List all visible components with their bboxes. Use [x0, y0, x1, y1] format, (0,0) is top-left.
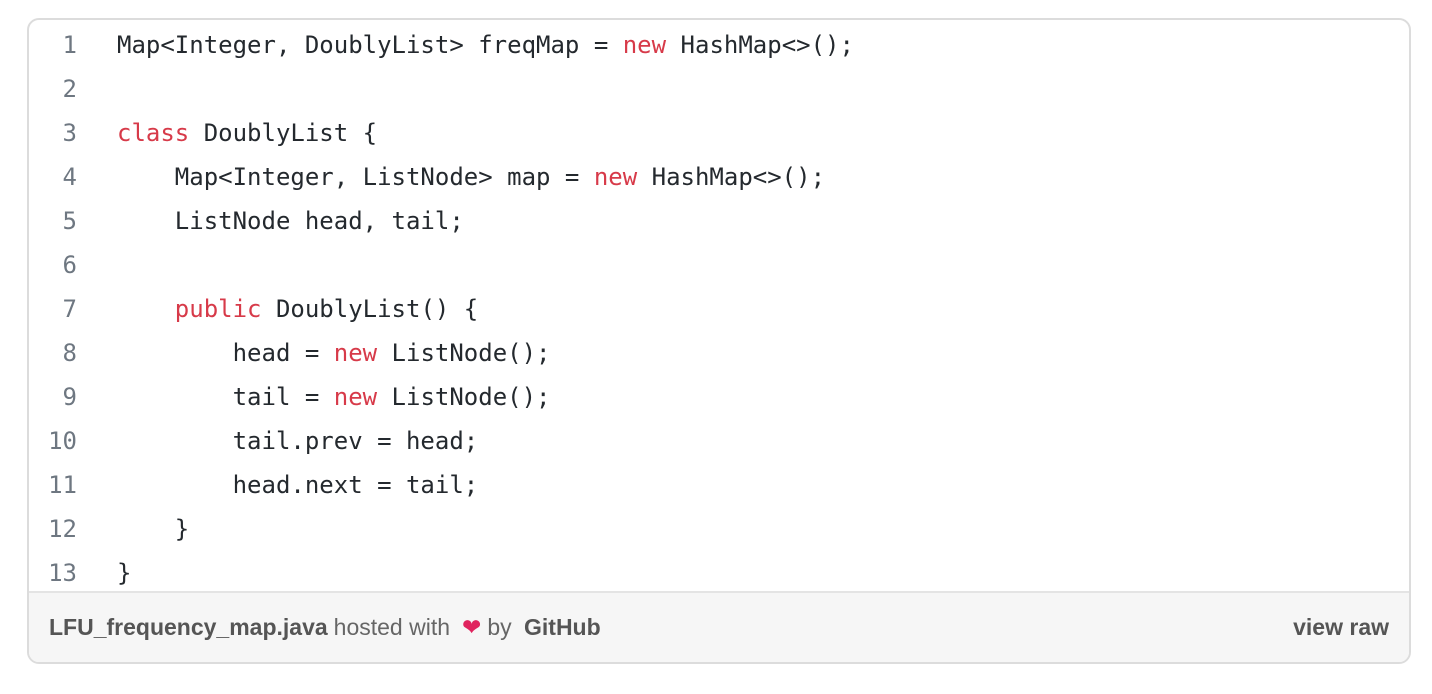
code-line: 3 class DoublyList {	[29, 111, 1409, 155]
code-token: HashMap<>();	[637, 163, 826, 191]
code-text: }	[117, 515, 189, 543]
line-number[interactable]: 11	[48, 471, 77, 499]
code-token: head.next = tail;	[232, 471, 479, 499]
code-text: head = new ListNode();	[117, 339, 551, 367]
code-indent	[117, 163, 175, 191]
heart-icon: ❤	[462, 614, 482, 640]
filename-link[interactable]: LFU_frequency_map.java	[49, 614, 328, 640]
code-token: tail =	[232, 383, 334, 411]
code-indent	[117, 207, 175, 235]
line-number[interactable]: 12	[48, 515, 77, 543]
keyword-token: new	[622, 31, 667, 59]
line-number[interactable]: 6	[62, 251, 77, 279]
keyword-token: new	[333, 383, 378, 411]
code-line: 13}	[29, 551, 1409, 595]
line-number[interactable]: 3	[62, 119, 77, 147]
code-line: 12 }	[29, 507, 1409, 551]
line-number[interactable]: 13	[48, 559, 77, 587]
keyword-token: new	[593, 163, 638, 191]
keyword-token: public	[174, 295, 262, 323]
code-indent	[117, 339, 233, 367]
code-text: Map<Integer, ListNode> map = new HashMap…	[117, 163, 825, 191]
code-line: 8 head = new ListNode();	[29, 331, 1409, 375]
code-token: }	[117, 559, 132, 587]
code-indent	[117, 471, 233, 499]
line-number[interactable]: 7	[62, 295, 77, 323]
line-number[interactable]: 1	[62, 31, 77, 59]
code-line: 5 ListNode head, tail;	[29, 199, 1409, 243]
code-text: class DoublyList {	[117, 119, 377, 147]
hosted-with-text: hosted with	[333, 614, 451, 640]
gist-embed: 1 Map<Integer, DoublyList> freqMap = new …	[27, 18, 1411, 664]
code-text: head.next = tail;	[117, 471, 479, 499]
code-text: ListNode head, tail;	[117, 207, 464, 235]
code-token: DoublyList {	[189, 119, 378, 147]
code-line: 9 tail = new ListNode();	[29, 375, 1409, 419]
code-line: 7 public DoublyList() {	[29, 287, 1409, 331]
code-line: 11 head.next = tail;	[29, 463, 1409, 507]
code-token: ListNode();	[377, 383, 551, 411]
code-line: 2	[29, 67, 1409, 111]
view-raw-link[interactable]: view raw	[1293, 614, 1389, 640]
code-text: tail = new ListNode();	[117, 383, 551, 411]
code-token: HashMap<>();	[666, 31, 854, 59]
code-indent	[117, 427, 233, 455]
code-token: head =	[232, 339, 334, 367]
code-indent	[117, 515, 175, 543]
line-number[interactable]: 9	[62, 383, 77, 411]
code-text: tail.prev = head;	[117, 427, 479, 455]
code-indent	[117, 295, 175, 323]
code-token: ListNode();	[377, 339, 551, 367]
code-token: ListNode head, tail;	[174, 207, 464, 235]
code-line: 10 tail.prev = head;	[29, 419, 1409, 463]
keyword-token: class	[117, 119, 190, 147]
code-token: tail.prev = head;	[232, 427, 479, 455]
github-link[interactable]: GitHub	[524, 614, 601, 640]
code-block: 1 Map<Integer, DoublyList> freqMap = new …	[29, 20, 1409, 593]
line-number[interactable]: 8	[62, 339, 77, 367]
code-token: Map<Integer, ListNode> map =	[174, 163, 594, 191]
code-line: 1 Map<Integer, DoublyList> freqMap = new …	[29, 23, 1409, 67]
line-number[interactable]: 4	[62, 163, 77, 191]
keyword-token: new	[333, 339, 378, 367]
code-token: DoublyList() {	[261, 295, 479, 323]
code-text: Map<Integer, DoublyList> freqMap = new H…	[117, 31, 854, 59]
line-number[interactable]: 5	[62, 207, 77, 235]
code-text: public DoublyList() {	[117, 295, 478, 323]
code-line: 6	[29, 243, 1409, 287]
code-text: }	[117, 559, 131, 587]
line-number[interactable]: 10	[48, 427, 77, 455]
code-token: Map<Integer, DoublyList> freqMap =	[117, 31, 623, 59]
code-indent	[117, 383, 233, 411]
code-line: 4 Map<Integer, ListNode> map = new HashM…	[29, 155, 1409, 199]
code-token: }	[174, 515, 190, 543]
by-text: by	[487, 614, 512, 640]
line-number[interactable]: 2	[62, 75, 77, 103]
